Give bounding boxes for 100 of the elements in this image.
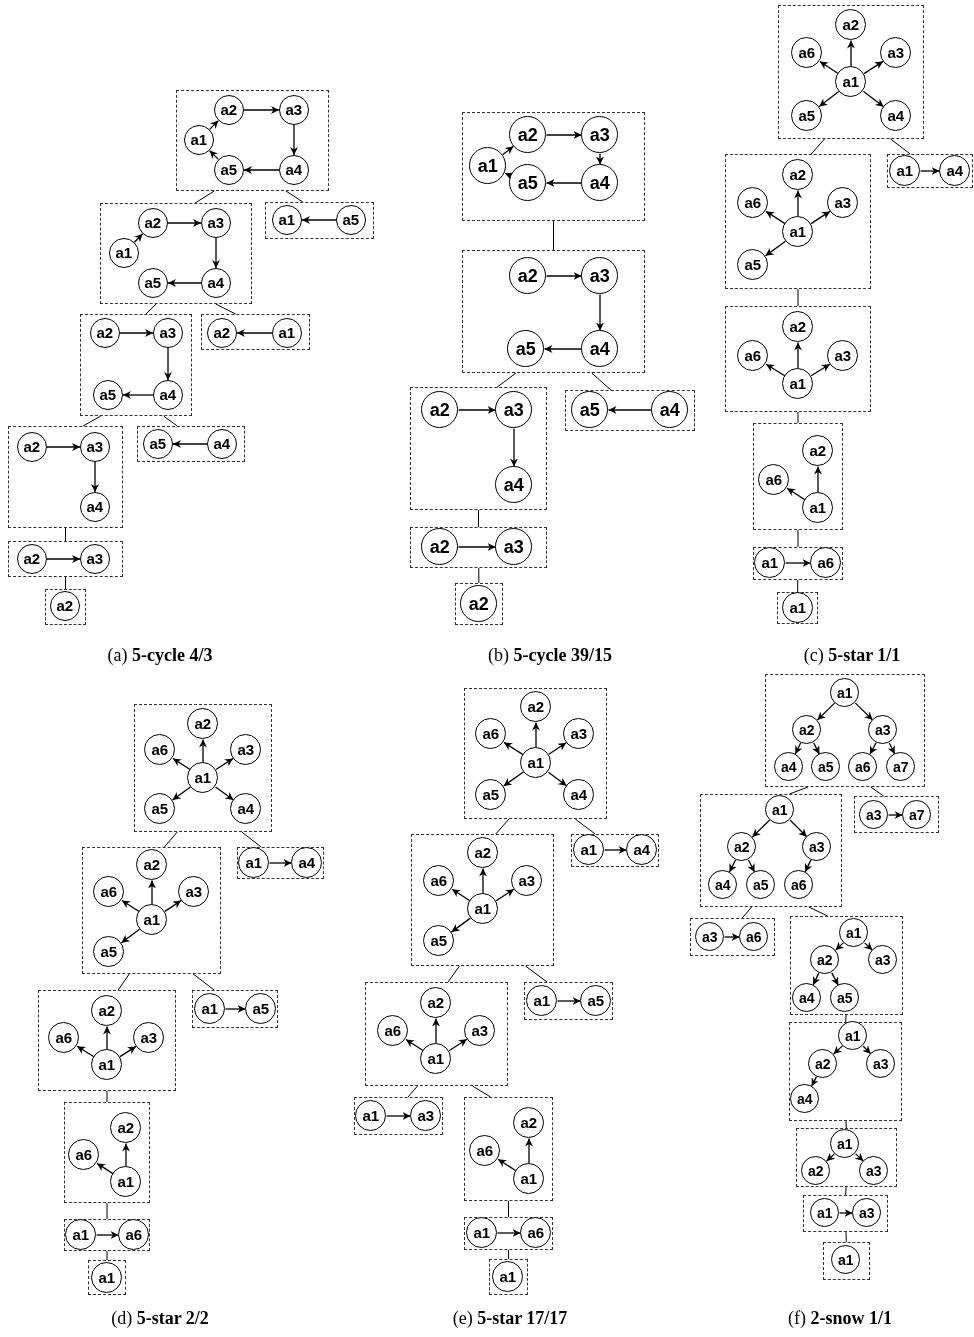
connector-line	[241, 831, 262, 848]
vertex-circle: a2	[213, 94, 244, 125]
connector-line	[797, 529, 799, 548]
vertex-circle: a6	[848, 752, 878, 782]
arrow	[385, 1112, 412, 1120]
arrow	[545, 272, 583, 280]
vertex-circle: a1	[91, 1049, 123, 1081]
vertex-circle: a2	[835, 9, 867, 41]
dashed-box	[854, 796, 939, 833]
arrow	[119, 329, 154, 337]
vertex-circle: a5	[791, 100, 823, 132]
vertex-circle: a1	[754, 547, 786, 579]
arrow	[208, 119, 220, 131]
vertex-circle: a6	[810, 547, 842, 579]
dashed-box	[8, 541, 123, 577]
vertex-circle: a1	[271, 317, 302, 348]
vertex-circle: a3	[79, 431, 110, 462]
arrow	[148, 879, 156, 906]
vertex-circle: a3	[581, 116, 619, 154]
connector-line	[797, 411, 799, 424]
arrow	[167, 219, 202, 227]
vertex-circle: a1	[520, 747, 552, 779]
vertex-circle: a6	[469, 1135, 501, 1167]
vertex-circle: a3	[859, 1156, 889, 1186]
vertex-circle: a1	[513, 1163, 545, 1195]
dashed-box	[354, 1097, 443, 1135]
arrow	[91, 461, 99, 493]
vertex-circle: a4	[200, 267, 231, 298]
vertex-circle: a5	[144, 793, 176, 825]
dashed-box	[790, 916, 903, 1015]
vertex-circle: a3	[511, 865, 543, 897]
dashed-box	[64, 1102, 150, 1203]
vertex-circle: a1	[835, 66, 867, 98]
vertex-circle: a4	[79, 491, 110, 522]
dashed-box	[464, 1217, 553, 1250]
vertex-circle: a3	[200, 207, 231, 238]
connector-line	[82, 415, 102, 427]
connector-line	[117, 973, 130, 991]
dashed-box	[690, 918, 775, 956]
arrow	[171, 786, 192, 801]
arrow	[862, 90, 885, 108]
vertex-circle: a3	[563, 718, 595, 750]
arrow	[825, 1152, 836, 1162]
dashed-box	[565, 390, 695, 431]
subfigure-caption: (e) 5-star 17/17	[452, 1308, 568, 1329]
arrow	[847, 39, 855, 68]
vertex-circle: a4	[880, 100, 912, 132]
vertex-circle: a5	[580, 985, 612, 1017]
arrow	[810, 363, 831, 377]
vertex-circle: a2	[136, 849, 168, 881]
arrow	[120, 928, 141, 944]
vertex-circle: a1	[420, 1043, 452, 1075]
connector-line	[65, 576, 66, 590]
dashed-box	[134, 704, 272, 832]
vertex-circle: a6	[48, 1022, 80, 1054]
vertex-circle: a1	[782, 592, 814, 624]
vertex-circle: a4	[651, 391, 689, 429]
arrow	[794, 189, 802, 218]
arrow	[172, 757, 191, 771]
vertex-circle: a2	[467, 837, 499, 869]
vertex-circle: a1	[238, 847, 270, 879]
arrow	[747, 859, 756, 873]
vertex-circle: a5	[830, 983, 860, 1013]
vertex-circle: a2	[509, 116, 547, 154]
arrow	[510, 427, 518, 468]
vertex-circle: a2	[420, 987, 452, 1019]
connector-line	[845, 1231, 847, 1243]
vertex-circle: a4	[792, 983, 822, 1013]
vertex-circle: a2	[421, 391, 459, 429]
vertex-circle: a3	[866, 1049, 896, 1079]
arrow	[103, 1025, 111, 1051]
arrow	[167, 279, 202, 287]
vertex-circle: a2	[802, 435, 834, 467]
arrow	[497, 1158, 517, 1172]
arrow	[451, 888, 471, 902]
vertex-circle: a1	[469, 147, 507, 185]
vertex-circle: a4	[495, 466, 533, 504]
connector-line	[447, 965, 460, 983]
dashed-box	[765, 674, 925, 787]
dashed-box	[464, 1097, 553, 1201]
connector-line	[472, 1085, 491, 1098]
vertex-circle: a5	[213, 154, 244, 185]
arrow	[887, 811, 904, 819]
dashed-box	[462, 112, 645, 221]
vertex-circle: a1	[271, 204, 302, 235]
connector-line	[407, 1085, 418, 1098]
subfigure-caption: (d) 5-star 2/2	[111, 1308, 209, 1329]
vertex-circle: a4	[152, 379, 183, 410]
connector-line	[845, 1120, 847, 1129]
connector-line	[574, 818, 596, 835]
dashed-box	[265, 202, 374, 239]
connector-line	[285, 190, 304, 203]
vertex-circle: a6	[520, 1217, 552, 1249]
vertex-circle: a3	[859, 800, 889, 830]
dashed-box	[82, 847, 221, 974]
arrow	[268, 859, 293, 867]
arrow	[786, 487, 806, 501]
vertex-circle: a1	[136, 904, 168, 936]
arrow	[548, 742, 567, 755]
arrow	[405, 1038, 424, 1052]
